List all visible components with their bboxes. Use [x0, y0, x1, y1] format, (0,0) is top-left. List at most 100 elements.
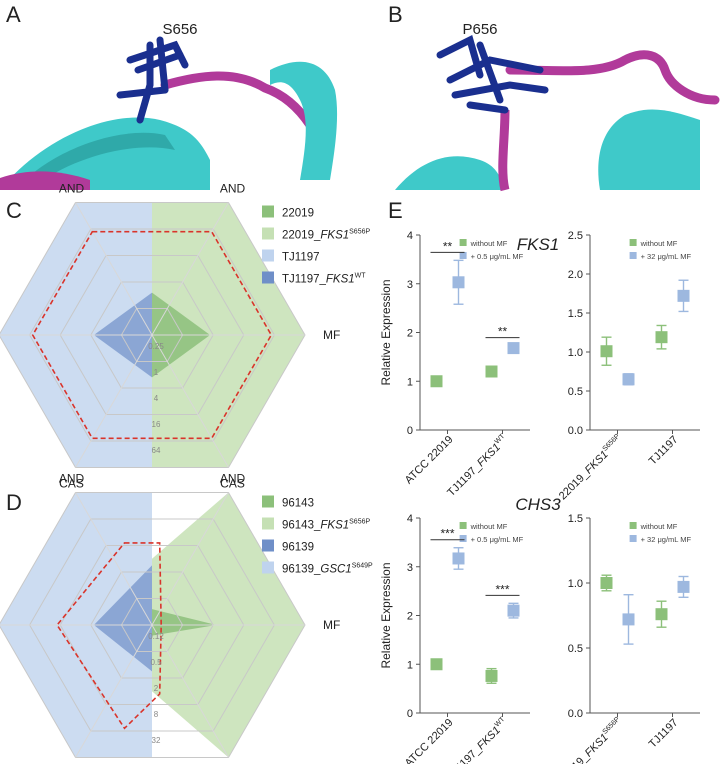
panel-letter-a: A — [6, 2, 21, 27]
x-tick-label: 22019_FKS1S656P — [556, 716, 626, 764]
group-title-fks1: FKS1 — [517, 235, 560, 254]
data-point — [622, 613, 635, 626]
legend-text: 22019_ — [282, 230, 321, 242]
label-p656: P656 — [462, 21, 497, 38]
legend-swatch — [262, 561, 274, 574]
radar-spoke — [75, 492, 153, 626]
legend-label: without MF — [470, 239, 508, 248]
legend-swatch — [262, 205, 274, 218]
legend-swatch — [262, 249, 274, 262]
legend-label: + 32 μg/mL MF — [641, 535, 692, 544]
legend-label: + 0.5 μg/mL MF — [471, 252, 524, 261]
radar-axis-label-cas: CAS — [59, 476, 84, 490]
data-point — [507, 342, 520, 355]
legend-label: + 32 μg/mL MF — [641, 252, 692, 261]
legend-text-superscript: S656P — [349, 519, 370, 526]
radar-chart-d: 0.120.52832ANDANDMFCASCASMF — [0, 472, 340, 758]
loop-lower-a — [0, 171, 90, 190]
radar-spoke — [151, 334, 229, 468]
legend-text-italic: GSC1 — [320, 564, 351, 576]
legend-text: 96143_ — [282, 520, 321, 532]
data-point — [655, 331, 668, 344]
legend-swatch — [629, 239, 637, 246]
legend-label: 96143 — [282, 498, 314, 510]
y-tick-label: 0 — [407, 708, 413, 720]
loop-lower-b — [498, 109, 510, 192]
legend-swatch — [459, 522, 467, 529]
x-tick-label-superscript: WT — [494, 432, 507, 445]
legend-swatch — [262, 271, 274, 284]
y-tick-label: 2.0 — [568, 269, 583, 281]
x-tick-label: TJ1197 — [647, 717, 681, 751]
legend-text-superscript: WT — [355, 273, 367, 280]
radar-dashed-outline — [56, 542, 163, 730]
significance-marker: *** — [440, 527, 454, 541]
y-tick-label: 3 — [407, 279, 413, 291]
legend-label: without MF — [470, 522, 508, 531]
legend-swatch — [262, 495, 274, 508]
data-point — [452, 552, 465, 565]
panel-letter-e: E — [388, 198, 403, 223]
legend-label: 22019_FKS1S656P — [282, 229, 370, 242]
panel-a-structure — [0, 36, 338, 190]
panel-b-structure — [395, 34, 720, 192]
legend-swatch — [262, 227, 274, 240]
legend-swatch — [629, 522, 637, 529]
loop-b — [505, 50, 720, 105]
radar-spoke — [151, 624, 229, 758]
y-tick-label: 4 — [407, 230, 413, 242]
legend-label: TJ1197_FKS1WT — [282, 273, 366, 286]
x-tick-label-superscript: WT — [494, 715, 507, 728]
radar-axis-label-and: AND — [59, 472, 85, 486]
radar-scale-label: 4 — [154, 394, 159, 403]
radar-axis-label-mf: MF — [323, 328, 340, 342]
significance-marker: *** — [495, 582, 509, 596]
legend-text: 96143 — [282, 498, 314, 510]
x-tick-label-superscript: S656P — [602, 433, 622, 453]
radar-grid-ring — [0, 492, 306, 758]
radar-axis-label-and: AND — [220, 182, 246, 196]
y-axis-label: Relative Expression — [379, 279, 393, 385]
x-tick-label-italic: FKS1 — [583, 732, 611, 760]
legend-text: 96139 — [282, 542, 314, 554]
y-tick-label: 1 — [407, 659, 413, 671]
y-axis-label: Relative Expression — [379, 562, 393, 668]
radar-scale-label: 8 — [154, 710, 159, 719]
y-tick-label: 1.0 — [568, 578, 583, 590]
radar-scale-label: 1 — [154, 368, 159, 377]
y-tick-label: 0.5 — [568, 643, 583, 655]
legend-text: TJ1197 — [282, 252, 320, 264]
legend-label: 96143_FKS1S656P — [282, 519, 370, 532]
data-point — [507, 604, 520, 617]
legend-text-italic: FKS1 — [320, 230, 349, 242]
legend-text-italic: FKS1 — [326, 274, 355, 286]
y-tick-label: 0 — [407, 425, 413, 437]
strand-ribbon-a — [270, 61, 338, 180]
panel-letter-d: D — [6, 490, 22, 515]
radar-scale-label: 32 — [152, 736, 161, 745]
data-point — [677, 289, 690, 302]
data-point — [622, 373, 635, 386]
y-tick-label: 0.0 — [568, 708, 583, 720]
label-s656: S656 — [162, 21, 197, 38]
data-point — [430, 375, 443, 388]
radar-dashed-outline — [31, 230, 273, 440]
radar-axis-label-mf: MF — [323, 618, 340, 632]
y-tick-label: 0.0 — [568, 425, 583, 437]
radar-chart-c: 0.25141664ANDANDMFCASCASMF — [0, 182, 340, 490]
x-tick-label: 22019_FKS1S656P — [556, 433, 626, 503]
panel-letter-c: C — [6, 198, 22, 223]
legend-label: without MF — [640, 522, 678, 531]
x-tick-label-text: TJ1197 — [647, 434, 681, 468]
legend-swatch — [262, 539, 274, 552]
x-tick-label-text: ATCC 22019 — [403, 434, 456, 487]
helix-ribbon-b — [395, 156, 505, 190]
radar-scale-label: 64 — [152, 446, 161, 455]
